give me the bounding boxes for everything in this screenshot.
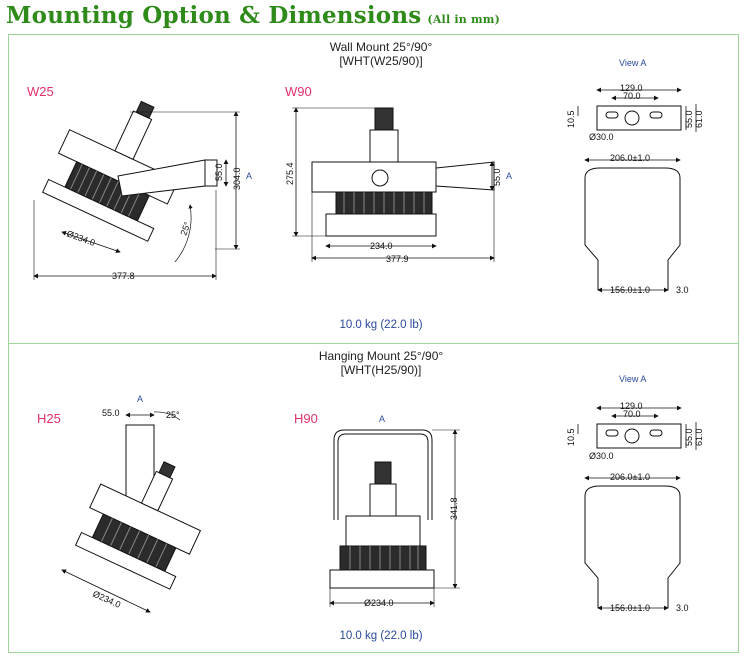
wall-mount-title: Wall Mount 25°/90° [WHT(W25/90)] — [281, 40, 481, 68]
hanging-mount-code: [WHT(H25/90)] — [340, 363, 422, 377]
wall-view-a-drawing — [577, 87, 697, 293]
hanging-bracket-dim-156: 156.0±1.0 — [610, 603, 650, 613]
w90-dim-width: 377.9 — [386, 254, 409, 264]
hanging-h25-a-mark: A — [137, 394, 144, 404]
hanging-view-a-label: View A — [619, 374, 647, 384]
h90-bracket — [333, 429, 433, 520]
w25-dim-angle: 25° — [178, 220, 192, 237]
hanging-va-dim-10-5: 10.5 — [566, 428, 576, 446]
title-text: Mounting Option & Dimensions — [6, 2, 422, 29]
h25-dim-dia: Ø234.0 — [91, 589, 122, 610]
w25-dim-width: 377.8 — [112, 271, 135, 281]
hanging-weight: 10.0 kg (22.0 lb) — [339, 630, 423, 642]
h90-dim-dia: Ø234.0 — [364, 598, 394, 608]
wall-va-dim-10-5: 10.5 — [566, 110, 576, 128]
wall-va-dim-129: 129.0 — [620, 83, 643, 93]
wall-va-dim-55: 55.0 — [684, 110, 694, 128]
wall-va-dim-70: 70.0 — [623, 91, 641, 101]
w90-dim-height: 275.4 — [285, 162, 295, 185]
wall-w90-a-mark: A — [506, 171, 513, 181]
w90-dim-arm: 55.0 — [492, 168, 502, 186]
wall-bracket-dim-156: 156.0±1.0 — [610, 285, 650, 295]
w25-lens-ring — [41, 178, 155, 242]
w25-dim-304: 304.0 — [232, 167, 242, 190]
page-title: Mounting Option & Dimensions (All in mm) — [6, 2, 500, 29]
w25-stem — [114, 110, 153, 160]
w25-dim-55: 55.0 — [214, 163, 224, 181]
wall-va-dim-61: 61.0 — [694, 110, 704, 128]
title-units: (All in mm) — [427, 13, 501, 26]
h25-dim-55: 55.0 — [102, 408, 120, 418]
hanging-va-dim-55: 55.0 — [684, 428, 694, 446]
w90-dim-base: 234.0 — [370, 241, 393, 251]
hanging-va-dim-30: Ø30.0 — [589, 451, 614, 461]
h90-dim-height: 341.8 — [449, 497, 459, 520]
w90-lens-ring — [325, 213, 437, 237]
label-w25: W25 — [27, 84, 54, 99]
hanging-h90-a-mark: A — [379, 414, 386, 424]
h90-heatsink — [339, 545, 427, 571]
hanging-mount-heading: Hanging Mount 25°/90° — [318, 349, 444, 363]
h25-dim-angle: 25° — [166, 410, 180, 420]
label-w90: W90 — [285, 84, 312, 99]
h90-drawing — [329, 429, 460, 607]
hanging-bracket-dim-3: 3.0 — [676, 603, 689, 613]
wall-bracket-dim-206: 206.0±1.0 — [610, 153, 650, 163]
wall-w25-a-mark: A — [246, 171, 253, 181]
w90-drawing — [292, 107, 495, 262]
hanging-va-dim-70: 70.0 — [623, 409, 641, 419]
wall-mount-heading: Wall Mount 25°/90° — [329, 40, 433, 54]
hanging-mount-title: Hanging Mount 25°/90° [WHT(H25/90)] — [281, 349, 481, 377]
wall-bracket-dim-3: 3.0 — [676, 285, 689, 295]
wall-va-dim-30: Ø30.0 — [589, 132, 614, 142]
hanging-va-dim-61: 61.0 — [694, 428, 704, 446]
w25-dim-dia: Ø234.0 — [65, 228, 96, 247]
h25-drawing — [61, 411, 202, 613]
section-divider — [8, 343, 739, 344]
hanging-view-a-drawing — [577, 405, 697, 611]
hanging-bracket-dim-206: 206.0±1.0 — [610, 472, 650, 482]
label-h25: H25 — [37, 411, 61, 426]
label-h90: H90 — [294, 411, 318, 426]
hanging-va-dim-129: 129.0 — [620, 401, 643, 411]
wall-mount-code: [WHT(W25/90)] — [339, 54, 423, 68]
wall-weight: 10.0 kg (22.0 lb) — [339, 319, 423, 331]
wall-view-a-label: View A — [619, 58, 647, 68]
w25-drawing: 55.0 304.0 25° Ø234.0 377.8 — [33, 100, 242, 281]
